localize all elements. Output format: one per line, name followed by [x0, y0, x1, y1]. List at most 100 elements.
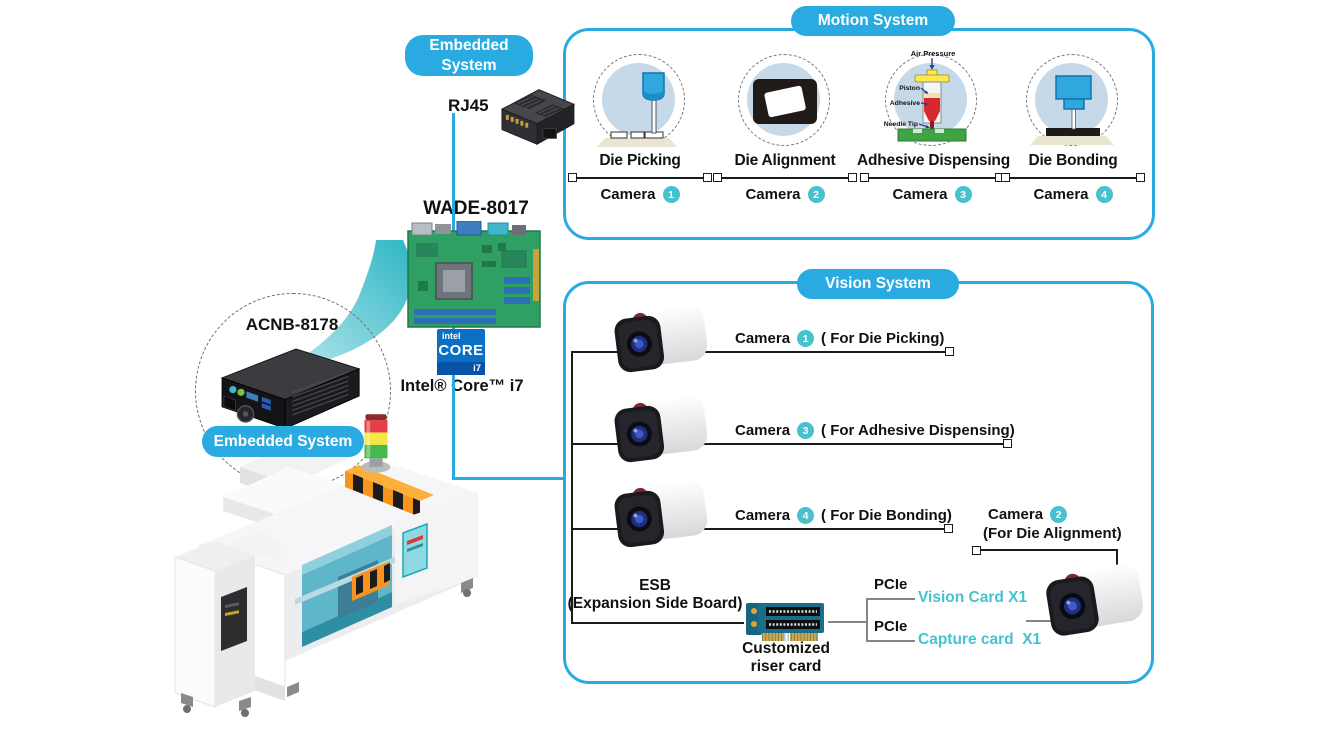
connector-endpoint — [713, 173, 722, 182]
camera-purpose: ( For Die Picking) — [821, 330, 945, 347]
esb-label: ESB — [639, 577, 671, 594]
connector-endpoint — [848, 173, 857, 182]
swoosh-connector — [281, 240, 412, 373]
intel-brand-text: intel — [442, 331, 461, 341]
station-die-alignment: Die Alignment Camera 2 — [710, 40, 860, 215]
camera-number-badge: 4 — [797, 507, 815, 524]
wade-label: WADE-8017 — [423, 198, 529, 219]
rj45-switch-image — [500, 89, 576, 145]
machine-illustration — [174, 437, 478, 717]
embedded-system-pill-text: Embedded System — [213, 432, 353, 450]
die-picking-icon — [597, 72, 677, 147]
riser-to-bracket-line — [828, 621, 867, 623]
station-camera-label: Camera 3 — [857, 186, 1007, 203]
camera-2-image — [1046, 563, 1144, 636]
camera-word: Camera — [735, 422, 791, 439]
cam2-line — [981, 549, 1118, 551]
camera-word: Camera — [1033, 186, 1089, 203]
intel-core-text: CORE — [438, 342, 484, 359]
intel-badge-strip — [437, 362, 485, 375]
camera-number-badge: 4 — [1095, 186, 1113, 203]
embedded-pill-text: Embedded System — [429, 36, 508, 75]
vision-system-title-text: Vision System — [825, 275, 931, 292]
vision-card-label: Vision Card X1 — [918, 589, 1028, 606]
riser-card-image — [746, 603, 824, 641]
station-die-bonding: Die Bonding Camera 4 — [998, 40, 1148, 215]
cam1-line — [660, 351, 952, 353]
acnb-server-image — [220, 348, 361, 430]
station-line — [719, 177, 851, 179]
pcie-label-1: PCIe — [874, 576, 908, 593]
riser-label-line1: Customized — [742, 640, 830, 657]
vision-bracket-line — [571, 351, 573, 624]
station-line — [574, 177, 706, 179]
station-name: Adhesive Dispensing — [857, 152, 1010, 169]
connector-endpoint — [703, 173, 712, 182]
station-name: Die Alignment — [734, 152, 836, 169]
connector-endpoint — [1003, 439, 1012, 448]
vision-system-title: Vision System — [797, 269, 959, 299]
camera-4-image — [614, 480, 708, 548]
connector-embedded-to-vision-horizontal — [452, 477, 565, 480]
station-dashed-circle — [738, 54, 830, 146]
camera-number-badge: 2 — [807, 186, 825, 203]
camera-purpose: ( For Die Bonding) — [821, 507, 952, 524]
station-die-picking: Die Picking Camera 1 — [565, 40, 715, 215]
cam2-purpose: (For Die Alignment) — [983, 525, 1122, 542]
bracket-to-camera2-line — [1026, 620, 1054, 622]
die-alignment-icon — [753, 79, 817, 124]
camera-word: Camera — [892, 186, 948, 203]
embedded-system-pill-top: Embedded System — [405, 35, 533, 76]
wade-board-image — [407, 221, 541, 328]
cam4-label: Camera 4 ( For Die Bonding) — [735, 507, 952, 524]
connector-endpoint — [972, 546, 981, 555]
pcie-bracket — [866, 598, 868, 642]
motion-system-title-text: Motion System — [817, 12, 929, 29]
camera-1-image — [614, 305, 708, 373]
camera-number-badge: 1 — [797, 330, 815, 347]
station-dashed-circle — [1026, 54, 1118, 146]
vision-stub-esb — [571, 622, 744, 624]
camera-word: Camera — [988, 506, 1044, 523]
station-adhesive-dispensing: Air Pressure Piston Adhesive Needle Tip … — [857, 40, 1010, 215]
camera-word: Camera — [735, 330, 791, 347]
pcie-bottom-line — [866, 640, 915, 642]
embedded-pill-line2: System — [441, 56, 497, 74]
motion-system-title: Motion System — [791, 6, 955, 36]
piston-label: Piston — [899, 85, 920, 92]
camera-number-badge: 3 — [797, 422, 815, 439]
connector-endpoint — [944, 524, 953, 533]
capture-card-label: Capture card X1 — [918, 631, 1042, 648]
station-camera-label: Camera 1 — [565, 186, 715, 203]
station-line — [1007, 177, 1139, 179]
needle-tip-label: Needle Tip — [884, 121, 918, 128]
cam4-line — [660, 528, 945, 530]
station-camera-label: Camera 4 — [998, 186, 1148, 203]
camera-number-badge: 1 — [662, 186, 680, 203]
adhesive-label: Adhesive — [890, 100, 920, 107]
intel-cpu-label: Intel® Core™ i7 — [400, 377, 524, 395]
embedded-system-pill-bottom: Embedded System — [202, 426, 364, 457]
camera-purpose: ( For Adhesive Dispensing) — [821, 422, 1015, 439]
station-camera-label: Camera 2 — [710, 186, 860, 203]
cam2-label: Camera 2 — [988, 506, 1068, 523]
adhesive-dispensing-icon: Air Pressure Piston Adhesive Needle Tip — [884, 49, 967, 142]
camera-word: Camera — [600, 186, 656, 203]
pcie-label-2: PCIe — [874, 618, 908, 635]
camera-3-image — [614, 395, 708, 463]
camera-word: Camera — [735, 507, 791, 524]
signal-tower-icon — [361, 414, 391, 473]
cam3-line — [660, 443, 1010, 445]
riser-label-line2: riser card — [750, 658, 822, 675]
intel-core-badge: intel CORE i7 — [437, 329, 485, 375]
station-name: Die Picking — [599, 152, 681, 169]
station-name: Die Bonding — [1028, 152, 1118, 169]
connector-endpoint — [568, 173, 577, 182]
embedded-pill-line1: Embedded — [429, 37, 509, 55]
die-bonding-icon — [1030, 75, 1114, 145]
connector-endpoint — [945, 347, 954, 356]
camera-number-badge: 2 — [1050, 506, 1068, 523]
connector-endpoint — [1136, 173, 1145, 182]
acnb-label: ACNB-8178 — [245, 315, 339, 334]
